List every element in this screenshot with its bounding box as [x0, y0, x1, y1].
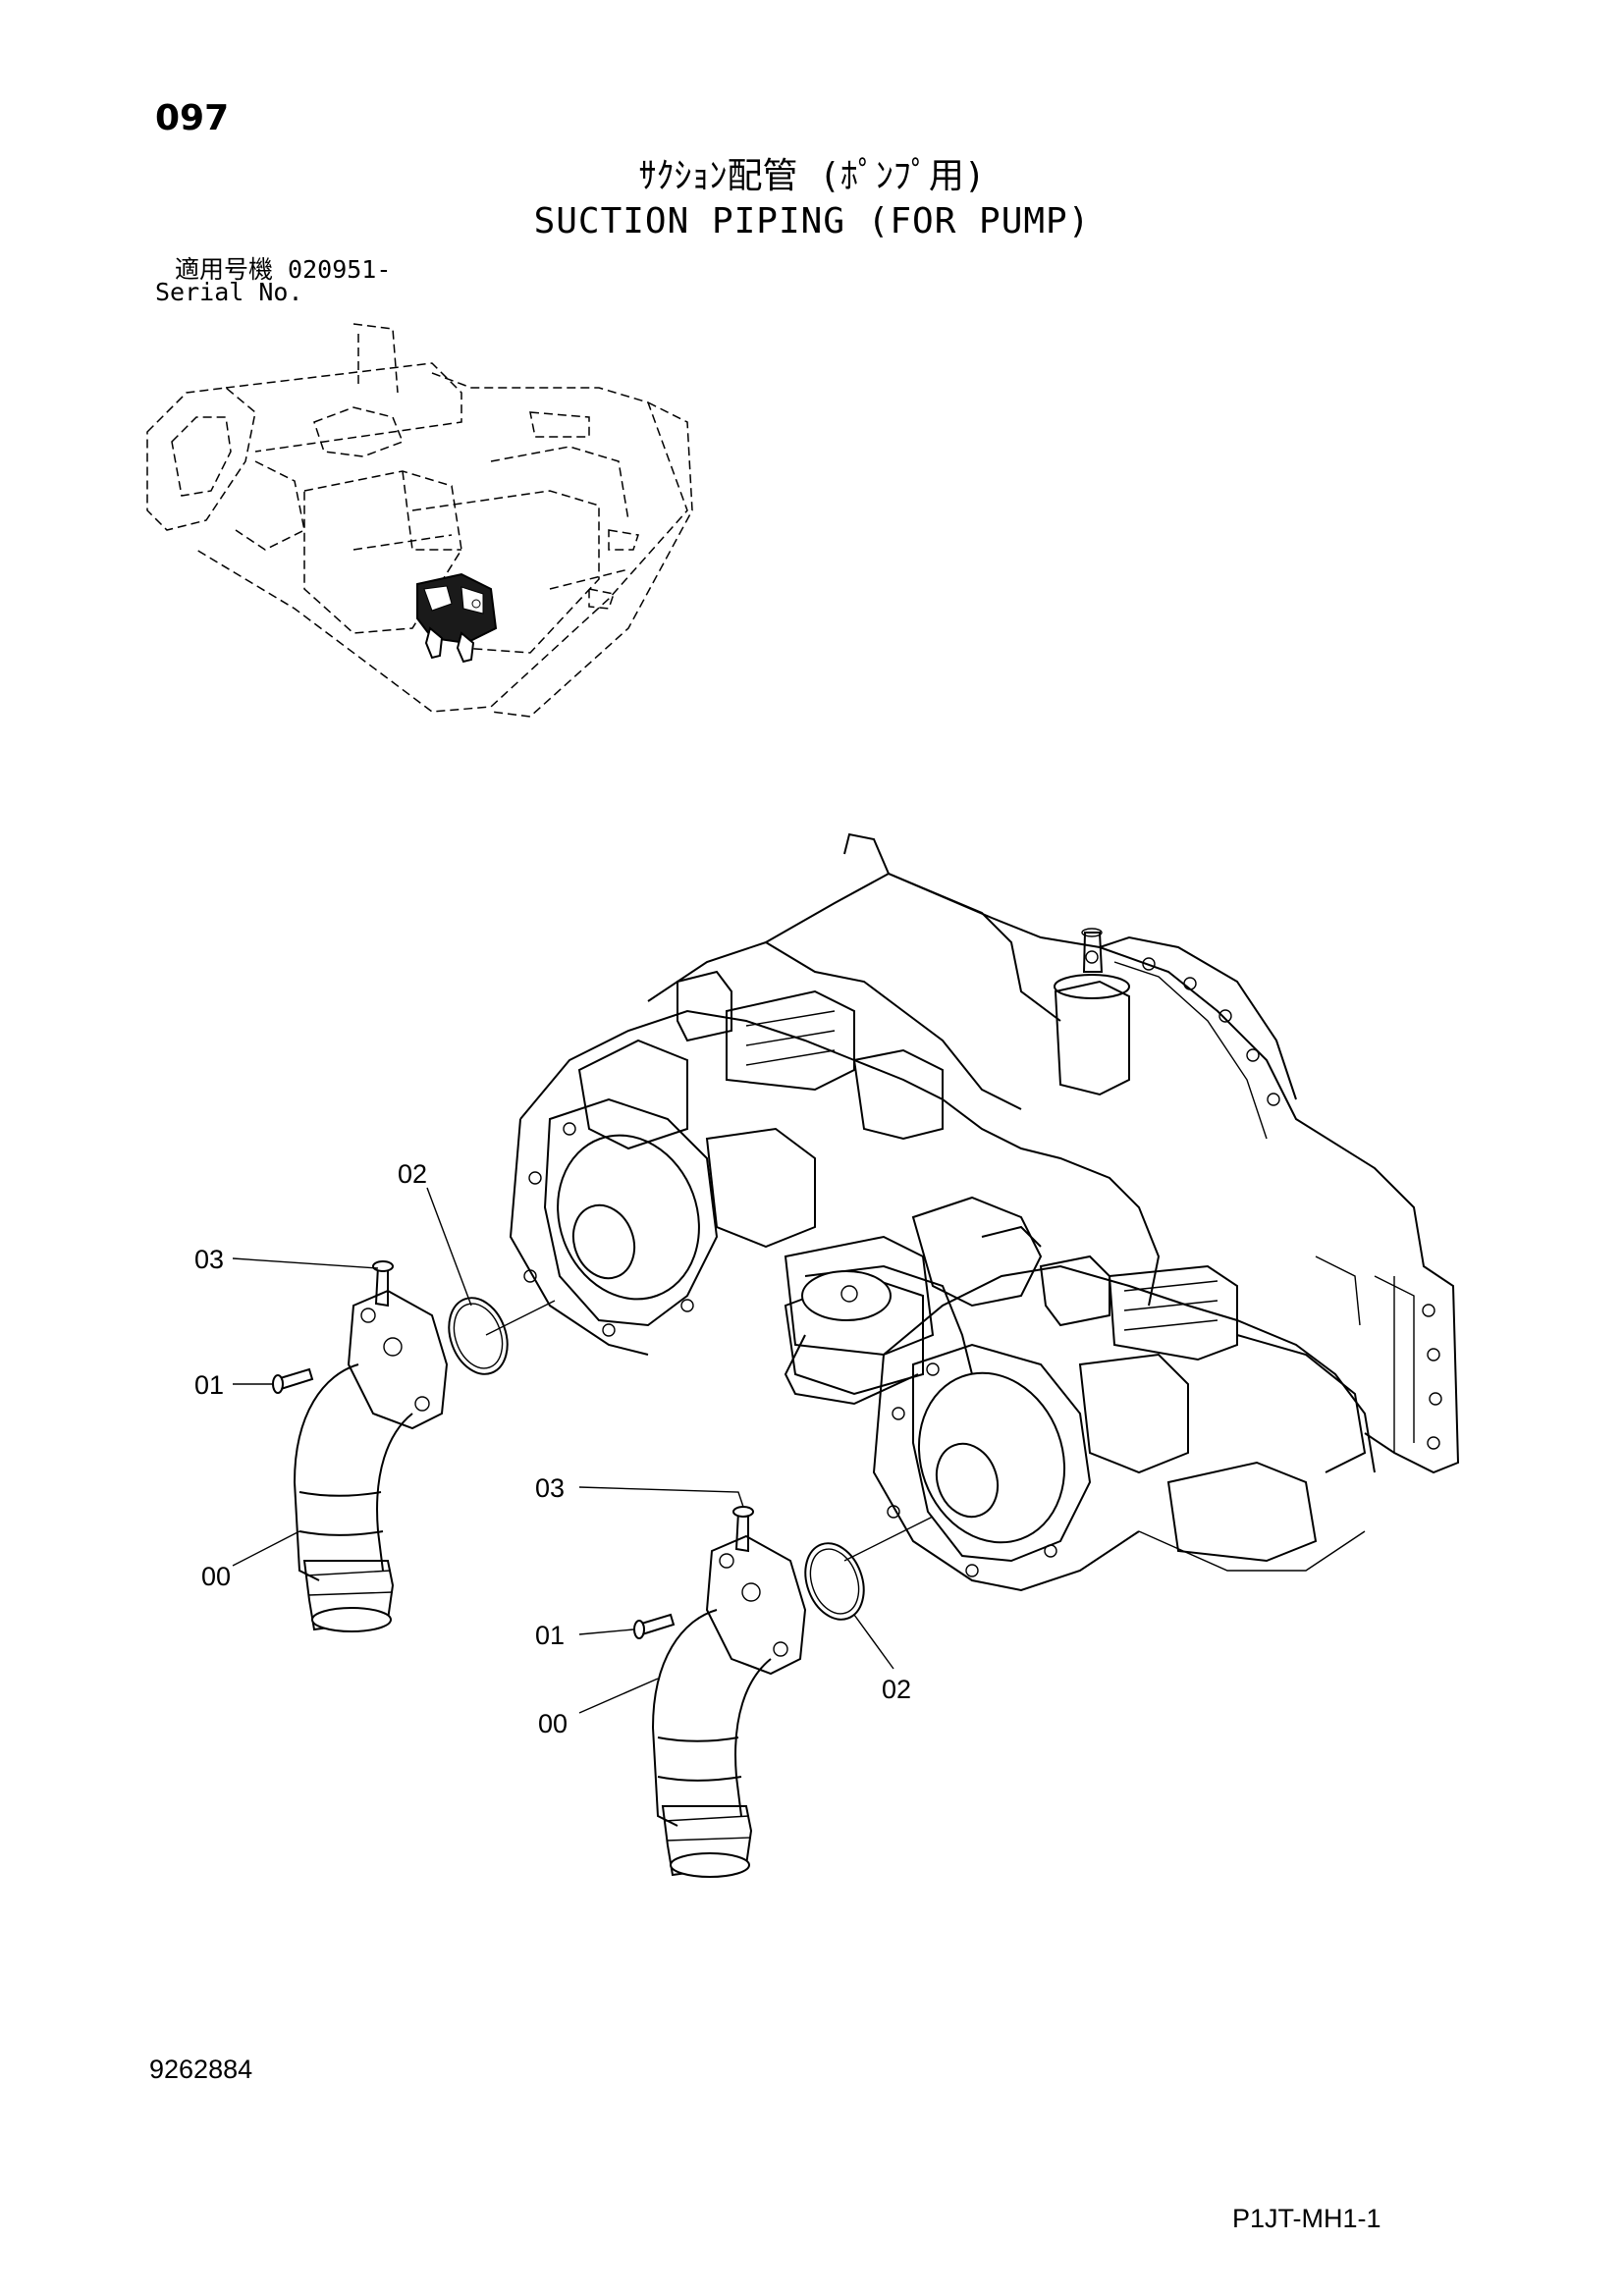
page-number: 097 [155, 98, 230, 138]
pump-top-filter [1054, 928, 1130, 1096]
right-o-ring [804, 1542, 865, 1621]
callout-right-02: 02 [882, 1675, 911, 1704]
callout-left-00: 00 [201, 1562, 231, 1591]
sheet-code: P1JT-MH1-1 [1232, 2204, 1381, 2233]
highlighted-pump-unit [416, 572, 498, 664]
pump-assembly-drawing [485, 832, 1460, 1592]
right-flange [705, 1534, 807, 1676]
callout-right-01: 01 [535, 1621, 565, 1650]
bell-housing-bolts [1085, 950, 1442, 1450]
left-flange [347, 1289, 449, 1430]
drawing-number: 9262884 [149, 2055, 253, 2084]
serial-applicable-label: 適用号機 020951- [175, 255, 392, 284]
lower-pump-flange-bolts [887, 1362, 1057, 1577]
title-japanese: ｻｸｼｮﾝ配管 (ﾎﾟﾝﾌﾟ用) [638, 156, 986, 196]
title-english: SUCTION PIPING (FOR PUMP) [533, 201, 1091, 241]
callout-right-00: 00 [538, 1709, 568, 1738]
left-o-ring [448, 1297, 509, 1375]
serial-no-label: Serial No. [155, 278, 303, 306]
callout-left-01: 01 [194, 1370, 224, 1400]
upper-pump-flange-bolts [523, 1122, 694, 1337]
gear-pump [784, 1270, 924, 1406]
leader-lines [232, 1187, 894, 1714]
machine-overview-drawing [146, 323, 693, 718]
callout-left-03: 03 [194, 1245, 224, 1274]
callout-left-02: 02 [398, 1159, 427, 1189]
right-suction-pipe-group [633, 1506, 865, 1878]
left-suction-pipe-group [272, 1260, 509, 1632]
callout-right-03: 03 [535, 1473, 565, 1503]
